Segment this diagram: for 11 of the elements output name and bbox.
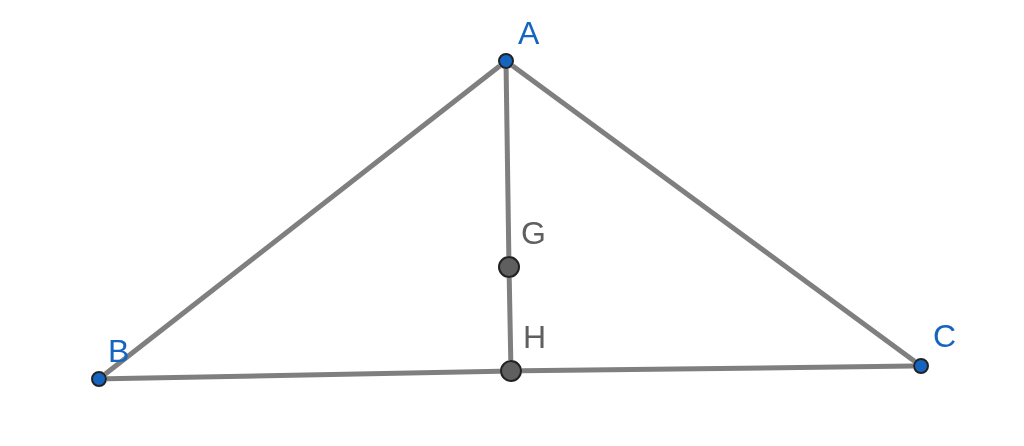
line-segment bbox=[103, 63, 502, 377]
line-segment bbox=[106, 368, 501, 382]
point-label: A bbox=[518, 17, 540, 49]
line-segment bbox=[503, 68, 512, 257]
point-label: C bbox=[933, 320, 957, 352]
line-segment bbox=[510, 63, 917, 364]
line-segment bbox=[521, 363, 914, 374]
point-label: G bbox=[521, 217, 546, 249]
line-segment bbox=[506, 277, 514, 361]
point-label: B bbox=[108, 335, 130, 367]
point-label: H bbox=[523, 321, 547, 353]
